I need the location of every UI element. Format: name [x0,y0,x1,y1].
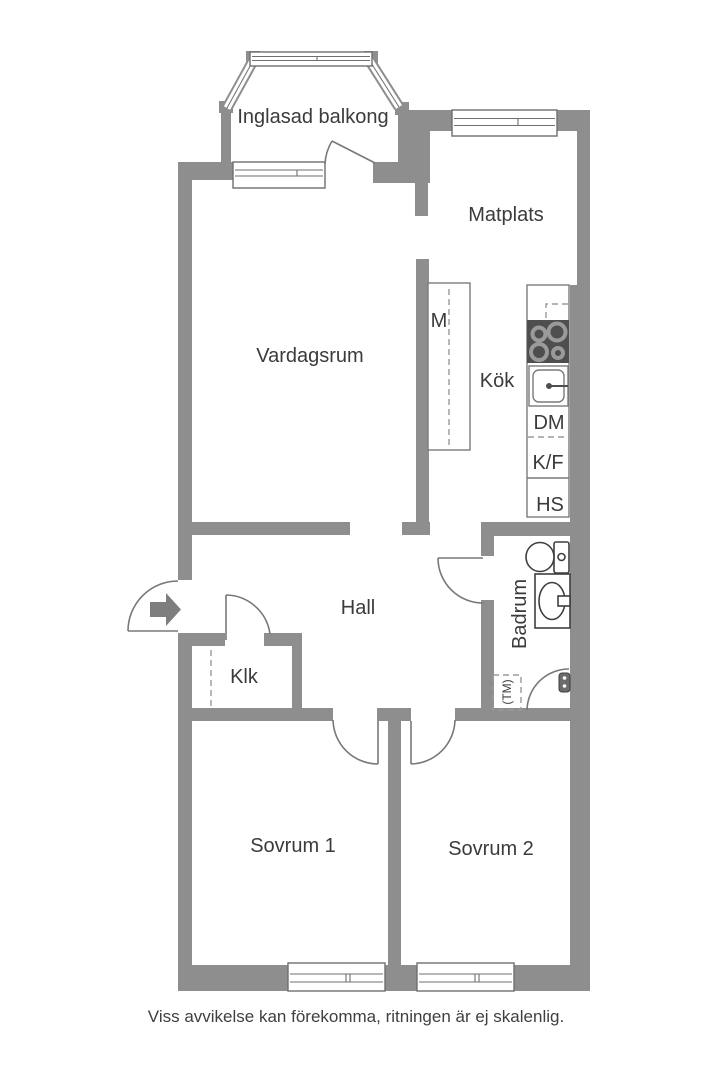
wall-top-left [178,162,235,180]
unit-label-dishwasher: DM [533,412,564,434]
wall-bathroom-top [481,522,570,536]
kitchen-cabinet-dashed-corner [545,303,568,318]
balcony-door [324,140,376,165]
stove-burner-icon [551,346,565,360]
room-label-closet: Klk [230,666,259,688]
bathroom-fixtures [492,541,571,711]
wall-right-lower [570,285,590,991]
room-label-dining: Matplats [468,204,544,226]
wall-dining-stub [415,183,428,216]
wall-balcony-door-jamb [373,162,400,183]
kitchen-sink [528,365,569,407]
wall-balcony-left [221,107,231,162]
closet-door [225,594,271,640]
stove-burner-icon [546,321,568,343]
wall-mid-jamb [377,708,411,721]
unit-label-fridge-freezer: K/F [532,452,563,474]
room-label-bedroom1: Sovrum 1 [250,835,336,857]
kitchen-fittings [210,282,570,706]
room-label-living: Vardagsrum [256,345,363,367]
unit-label-tall-cabinet: HS [536,494,564,516]
walls [178,51,590,991]
room-labels: Inglasad balkong Matplats Vardagsrum M K… [230,106,564,860]
balcony-glazing [222,55,404,111]
wall-right-upper [577,110,590,290]
disclaimer-text: Viss avvikelse kan förekomma, ritningen … [148,1007,564,1026]
doors [127,140,570,765]
unit-label-wardrobe: M [431,310,448,332]
room-label-kitchen: Kök [480,370,515,392]
washing-machine-tap [558,672,571,693]
wall-top-mid [428,110,454,131]
room-label-balcony: Inglasad balkong [237,106,388,128]
dining-window [451,109,558,137]
wall-kitchen-living-foot [402,522,430,535]
room-label-hall: Hall [341,597,375,619]
bathroom-door [437,557,484,604]
wall-living-hall [190,522,350,535]
balcony-window-left-mullion [226,58,255,109]
bathroom-corner-arc [526,668,570,711]
balcony-top-window [249,51,373,67]
wall-kitchen-living [416,259,429,523]
balcony-window-right-mullion [367,57,400,108]
wall-closet-right [292,646,302,710]
windows [232,51,558,992]
stove-burner-icon [530,325,548,343]
bedroom1-door [332,719,379,765]
wall-bathroom-left [481,600,494,712]
toilet [525,541,570,574]
room-label-bathroom: Badrum [509,579,531,649]
wall-left-upper [178,162,192,580]
unit-label-washing-machine: (TM) [500,679,514,704]
stove-burner-icon [529,342,549,362]
bathroom-sink [534,573,571,629]
wall-closet-top-right [264,633,302,646]
wall-mid-left [178,708,333,721]
room-label-bedroom2: Sovrum 2 [448,838,534,860]
bedroom1-window [287,962,386,992]
wall-closet-top-left [190,633,225,646]
wall-left-lower [178,633,192,991]
wall-balcony-right-block [398,110,430,183]
living-room-window [232,161,326,189]
bedroom2-door [410,719,456,765]
wall-bedroom-divider [388,721,401,967]
entry-arrow-icon [150,593,181,626]
bedroom2-window [416,962,515,992]
wardrobe-cabinet [427,282,471,451]
wall-bathroom-left-stub [481,536,494,556]
washing-machine-dashed-outline [492,674,522,711]
entry-door [127,580,179,632]
wall-mid-right [455,708,590,721]
